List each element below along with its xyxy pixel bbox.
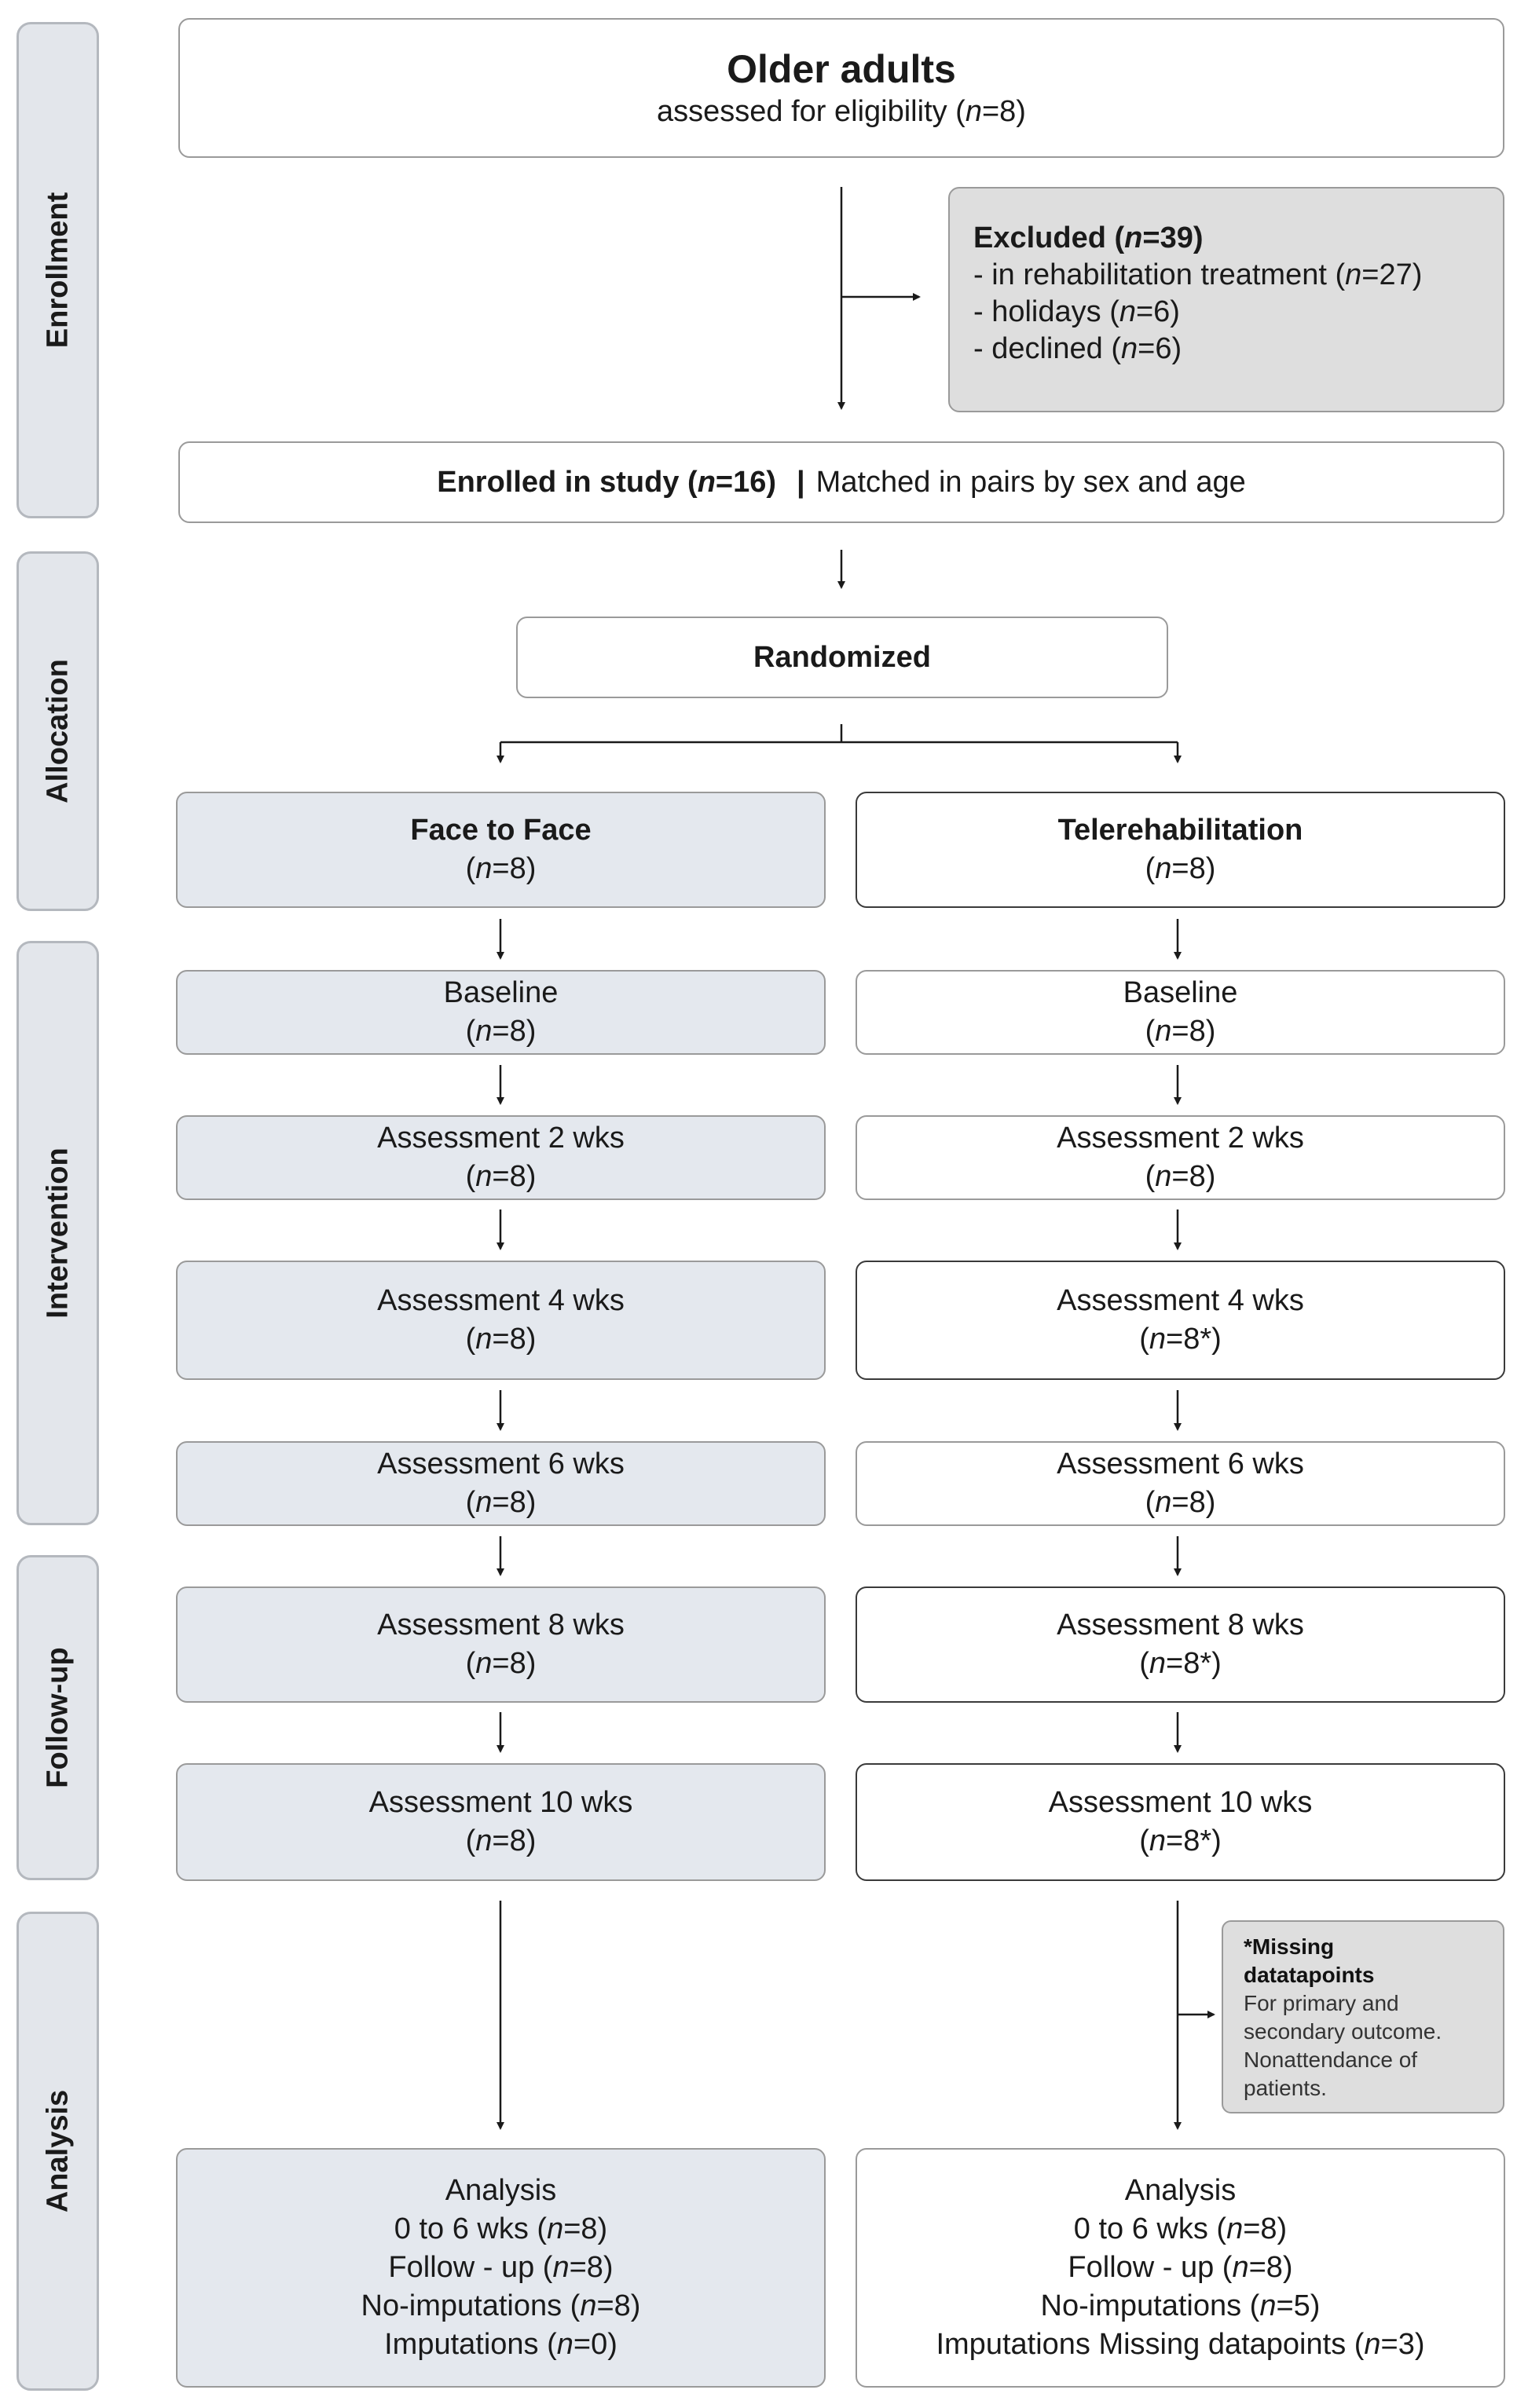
missing-line: secondary outcome. xyxy=(1244,2019,1442,2044)
stage-n: (n=8) xyxy=(465,1824,537,1857)
analysis-line: 0 to 6 wks (n=8) xyxy=(394,2212,608,2245)
analysis-telerehabilitation: Analysis 0 to 6 wks (n=8) Follow - up (n… xyxy=(856,2148,1505,2388)
stage-label: Baseline xyxy=(1123,976,1238,1009)
stage-label: Assessment 6 wks xyxy=(377,1447,625,1480)
older-adults-title: Older adults xyxy=(727,46,956,91)
stage-box-left: Assessment 10 wks (n=8) xyxy=(176,1763,826,1881)
excluded-box: Excluded (n=39) - in rehabilitation trea… xyxy=(948,187,1504,412)
group-n: (n=8) xyxy=(1145,852,1216,885)
stage-box-left: Assessment 4 wks (n=8) xyxy=(176,1261,826,1380)
excluded-item: - in rehabilitation treatment (n=27) xyxy=(973,258,1423,291)
stage-n: (n=8) xyxy=(465,1015,537,1048)
older-adults-box: Older adults assessed for eligibility (n… xyxy=(178,18,1504,158)
stage-box-right: Assessment 8 wks (n=8*) xyxy=(856,1586,1505,1703)
stage-box-left: Baseline (n=8) xyxy=(176,970,826,1055)
analysis-line: Imputations (n=0) xyxy=(384,2328,617,2361)
analysis-line: No-imputations (n=8) xyxy=(361,2289,641,2322)
excluded-item: - holidays (n=6) xyxy=(973,295,1180,328)
stage-box-right: Assessment 4 wks (n=8*) xyxy=(856,1261,1505,1380)
analysis-title: Analysis xyxy=(1124,2174,1237,2207)
enrolled-box: Enrolled in study (n=16) | Matched in pa… xyxy=(178,441,1504,523)
excluded-item: - declined (n=6) xyxy=(973,332,1182,365)
enrolled-matching: Matched in pairs by sex and age xyxy=(815,465,1246,499)
stage-box-right: Assessment 10 wks (n=8*) xyxy=(856,1763,1505,1881)
stage-label: Assessment 2 wks xyxy=(1057,1122,1304,1155)
stage-box-left: Assessment 8 wks (n=8) xyxy=(176,1586,826,1703)
analysis-title: Analysis xyxy=(445,2174,557,2207)
stage-n: (n=8*) xyxy=(1139,1824,1222,1857)
stage-label: Assessment 4 wks xyxy=(377,1284,625,1317)
missing-title: *Missing xyxy=(1244,1934,1335,1959)
group-title: Face to Face xyxy=(410,814,592,847)
stage-label: Assessment 2 wks xyxy=(377,1122,625,1155)
stage-box-left: Assessment 6 wks (n=8) xyxy=(176,1441,826,1526)
phase-follow-up: Follow-up xyxy=(16,1555,99,1880)
group-n: (n=8) xyxy=(465,852,537,885)
phase-allocation: Allocation xyxy=(16,551,99,911)
group-face-to-face: Face to Face (n=8) xyxy=(176,792,826,908)
stage-n: (n=8*) xyxy=(1139,1647,1222,1680)
analysis-line: Follow - up (n=8) xyxy=(388,2251,614,2284)
randomized-box: Randomized xyxy=(516,617,1168,698)
stage-box-right: Assessment 2 wks (n=8) xyxy=(856,1115,1505,1200)
stage-label: Baseline xyxy=(443,976,559,1009)
stage-label: Assessment 4 wks xyxy=(1057,1284,1304,1317)
stage-box-right: Baseline (n=8) xyxy=(856,970,1505,1055)
stage-label: Assessment 10 wks xyxy=(368,1786,633,1819)
analysis-line: Imputations Missing datapoints (n=3) xyxy=(936,2328,1425,2361)
stage-label: Assessment 8 wks xyxy=(377,1608,625,1641)
stage-n: (n=8*) xyxy=(1139,1323,1222,1356)
stage-n: (n=8) xyxy=(465,1647,537,1680)
phase-intervention: Intervention xyxy=(16,941,99,1525)
excluded-title: Excluded (n=39) xyxy=(973,221,1204,254)
stage-label: Assessment 6 wks xyxy=(1057,1447,1304,1480)
missing-title: datatapoints xyxy=(1244,1963,1375,1987)
stage-n: (n=8) xyxy=(465,1323,537,1356)
stage-n: (n=8) xyxy=(465,1160,537,1193)
missing-datapoints-note: *Missing datatapoints For primary and se… xyxy=(1222,1920,1504,2113)
stage-box-left: Assessment 2 wks (n=8) xyxy=(176,1115,826,1200)
stage-n: (n=8) xyxy=(465,1486,537,1519)
enrolled-label: Enrolled in study (n=16) xyxy=(437,465,777,499)
missing-line: For primary and xyxy=(1244,1991,1399,2015)
stage-n: (n=8) xyxy=(1145,1486,1216,1519)
enrolled-separator: | xyxy=(797,465,805,499)
phase-enrollment: Enrollment xyxy=(16,22,99,518)
stage-n: (n=8) xyxy=(1145,1015,1216,1048)
missing-line: Nonattendance of xyxy=(1244,2048,1418,2072)
group-telerehabilitation: Telerehabilitation (n=8) xyxy=(856,792,1505,908)
missing-line: patients. xyxy=(1244,2076,1327,2100)
group-title: Telerehabilitation xyxy=(1057,814,1303,847)
stage-label: Assessment 8 wks xyxy=(1057,1608,1304,1641)
stage-n: (n=8) xyxy=(1145,1160,1216,1193)
stage-box-right: Assessment 6 wks (n=8) xyxy=(856,1441,1505,1526)
phase-analysis: Analysis xyxy=(16,1912,99,2391)
randomized-label: Randomized xyxy=(753,640,931,674)
split-line xyxy=(500,724,1178,744)
stage-label: Assessment 10 wks xyxy=(1048,1786,1313,1819)
analysis-face-to-face: Analysis 0 to 6 wks (n=8) Follow - up (n… xyxy=(176,2148,826,2388)
eligibility-text: assessed for eligibility (n=8) xyxy=(657,94,1026,128)
analysis-line: 0 to 6 wks (n=8) xyxy=(1073,2212,1288,2245)
analysis-line: Follow - up (n=8) xyxy=(1068,2251,1293,2284)
analysis-line: No-imputations (n=5) xyxy=(1040,2289,1321,2322)
